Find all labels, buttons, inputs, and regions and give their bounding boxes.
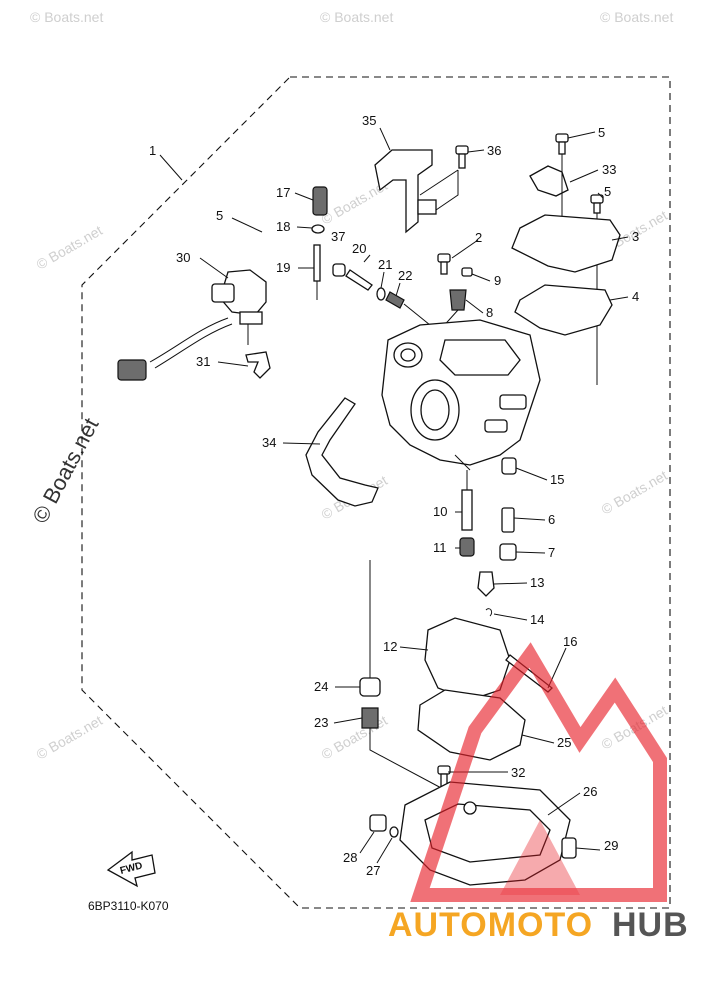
brand-logo (410, 642, 667, 902)
watermark: © Boats.net (34, 712, 106, 763)
fwd-arrow-icon: FWD (106, 850, 156, 888)
side-watermark: © Boats.net (27, 414, 103, 528)
hose-part (305, 397, 379, 507)
callout-17: 17 (276, 185, 290, 200)
callout-33: 33 (602, 162, 616, 177)
callout-6: 6 (548, 512, 555, 527)
jet-parts (311, 186, 328, 300)
callout-4: 4 (632, 289, 639, 304)
main-jet-parts (459, 470, 495, 617)
callout-15: 15 (550, 472, 564, 487)
callout-8: 8 (486, 305, 493, 320)
callout-31: 31 (196, 354, 210, 369)
solenoid-part (117, 269, 267, 381)
watermark: © Boats.net (599, 467, 671, 518)
float-part (424, 617, 511, 701)
watermark: © Boats.net (320, 9, 393, 25)
drain-parts (369, 814, 577, 859)
callout-10: 10 (433, 504, 447, 519)
callout-26: 26 (583, 784, 597, 799)
callout-numbers: 1 2 3 4 5 5 5 6 7 8 9 10 11 12 13 14 15 … (149, 113, 639, 878)
callout-22: 22 (398, 268, 412, 283)
watermark: © Boats.net (34, 222, 106, 273)
callout-37: 37 (331, 229, 345, 244)
callout-5b: 5 (604, 184, 611, 199)
clip-part (245, 351, 271, 379)
watermark: © Boats.net (30, 9, 103, 25)
watermarks: © Boats.net © Boats.net © Boats.net © Bo… (27, 9, 673, 763)
callout-2: 2 (475, 230, 482, 245)
callout-18: 18 (276, 219, 290, 234)
callout-7: 7 (548, 545, 555, 560)
callout-34: 34 (262, 435, 276, 450)
brand-text-1: AUTOMOTO (388, 906, 593, 944)
brand-text-2: HUB (612, 906, 689, 944)
carburetor-body (381, 319, 541, 471)
callout-13: 13 (530, 575, 544, 590)
callout-14: 14 (530, 612, 544, 627)
callout-19: 19 (276, 260, 290, 275)
cover-plate (511, 214, 621, 273)
callout-30: 30 (176, 250, 190, 265)
callout-11: 11 (433, 540, 447, 555)
gasket-part (514, 284, 613, 336)
callout-25: 25 (557, 735, 571, 750)
callout-20: 20 (352, 241, 366, 256)
callout-1: 1 (149, 143, 156, 158)
clip-part (529, 133, 604, 385)
callout-3: 3 (632, 229, 639, 244)
screw-part (455, 145, 469, 169)
callout-12: 12 (383, 639, 397, 654)
callout-27: 27 (366, 863, 380, 878)
body-screws (499, 457, 517, 561)
bracket-part (374, 149, 459, 234)
callout-9: 9 (494, 273, 501, 288)
diagram-code: 6BP3110-K070 (88, 899, 169, 913)
needle-parts (332, 263, 431, 326)
watermark: © Boats.net (600, 9, 673, 25)
plunger-parts (359, 560, 446, 791)
callout-5a: 5 (598, 125, 605, 140)
callout-21: 21 (378, 257, 392, 272)
callout-23: 23 (314, 715, 328, 730)
callout-28: 28 (343, 850, 357, 865)
callout-24: 24 (314, 679, 328, 694)
callout-36: 36 (487, 143, 501, 158)
assembly-boundary (81, 76, 671, 909)
leader-lines (159, 127, 629, 864)
callout-29: 29 (604, 838, 618, 853)
callout-16: 16 (563, 634, 577, 649)
callout-35: 35 (362, 113, 376, 128)
callout-32: 32 (511, 765, 525, 780)
pilot-screws (437, 253, 473, 331)
callout-5c: 5 (216, 208, 223, 223)
